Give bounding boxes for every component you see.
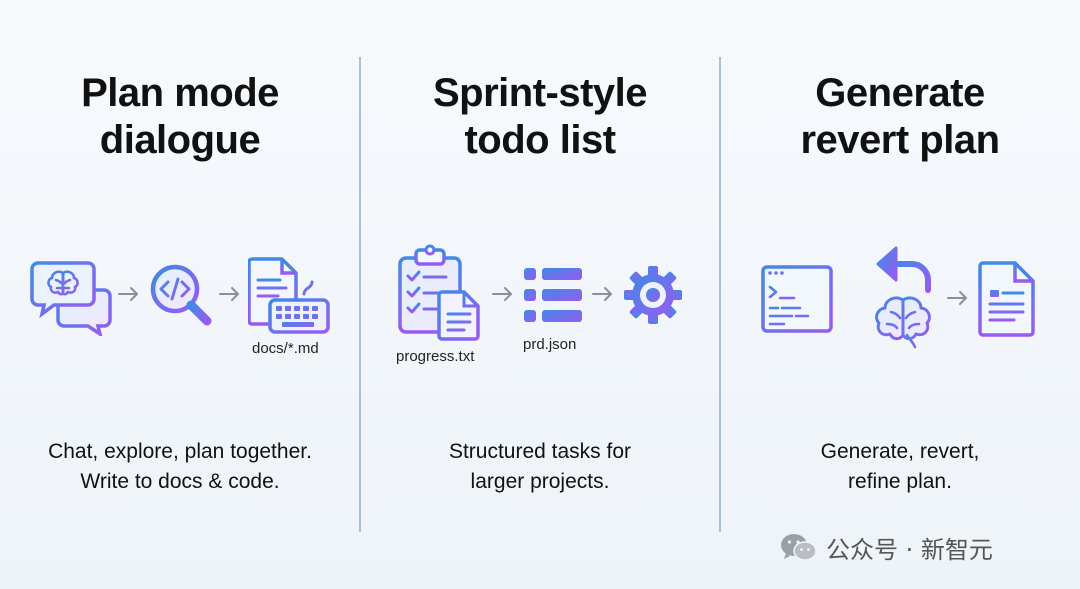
- document-icon: [978, 261, 1035, 337]
- caption-docs: docs/*.md: [252, 340, 319, 357]
- panel-description-line2: larger projects.: [470, 470, 610, 493]
- arrow-right-icon: [492, 287, 512, 301]
- panel-description-line2: refine plan.: [848, 470, 952, 493]
- panel-description-line1: Chat, explore, plan together.: [48, 440, 312, 463]
- panel-title-line2: todo list: [464, 118, 616, 162]
- chat-brain-icon: [30, 261, 112, 336]
- panel-revert-plan: Generate revert plan Generate,: [720, 0, 1080, 589]
- panel-title: Generate revert plan: [720, 70, 1080, 164]
- brain-icon: [875, 296, 931, 349]
- panel-description-line1: Generate, revert,: [820, 440, 980, 463]
- panel-title-line2: dialogue: [99, 118, 261, 162]
- list-icon: [524, 268, 582, 322]
- panel-title: Sprint-style todo list: [360, 70, 720, 164]
- divider: [359, 57, 361, 532]
- undo-arrow-icon: [876, 246, 931, 293]
- panel-plan-mode: Plan mode dialogue docs/*: [0, 0, 360, 589]
- panel-description: Chat, explore, plan together. Write to d…: [0, 437, 360, 497]
- arrow-right-icon: [947, 291, 967, 305]
- panel-title-line2: revert plan: [800, 118, 1000, 162]
- arrow-right-icon: [219, 287, 239, 301]
- panel-description: Generate, revert, refine plan.: [720, 437, 1080, 497]
- panel-title-line1: Plan mode: [81, 71, 279, 115]
- divider: [719, 57, 721, 532]
- wechat-icon: [781, 533, 817, 561]
- arrow-right-icon: [592, 287, 612, 301]
- terminal-window-icon: [761, 265, 833, 333]
- panel-title: Plan mode dialogue: [0, 70, 360, 164]
- panel-title-line1: Generate: [815, 71, 985, 115]
- code-search-icon: [150, 264, 212, 326]
- caption-prd: prd.json: [523, 336, 577, 353]
- arrow-right-icon: [118, 287, 138, 301]
- panel-description-line1: Structured tasks for: [448, 440, 632, 463]
- watermark: 公众号 · 新智元: [780, 530, 993, 565]
- panel-title-line1: Sprint-style: [432, 71, 648, 115]
- watermark-text: 公众号 · 新智元: [826, 536, 993, 564]
- panel-description-line2: Write to docs & code.: [80, 470, 280, 493]
- doc-keyboard-icon: [248, 257, 330, 334]
- panel-sprint-todo: Sprint-style todo list progress.txt prd.…: [360, 0, 720, 589]
- clipboard-checklist-icon: [398, 244, 480, 341]
- gear-icon: [624, 266, 682, 324]
- panel-description: Structured tasks for larger projects.: [360, 437, 720, 497]
- caption-progress: progress.txt: [396, 348, 475, 365]
